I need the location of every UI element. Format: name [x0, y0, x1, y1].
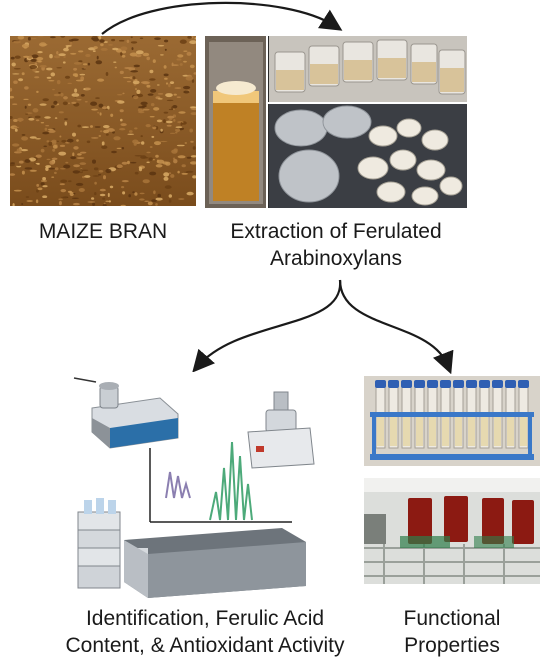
chromatogram-plot — [149, 441, 292, 523]
arrow-extraction-to-identification — [192, 279, 342, 373]
extraction-label-line1: Extraction of Ferulated — [230, 220, 442, 243]
extraction-label: Extraction of Ferulated Arabinoxylans — [205, 218, 467, 272]
extraction-label-line2: Arabinoxylans — [270, 247, 402, 270]
identification-label-line1: Identification, Ferulic Acid — [85, 607, 325, 630]
arrow-bran-to-extraction — [101, 1, 343, 35]
arrow-extraction-to-functional — [338, 279, 454, 375]
hplc-stack-icon — [77, 498, 121, 589]
maize-bran-photo — [10, 36, 196, 206]
gel-tubes-photo — [364, 478, 540, 584]
mass-spectrometer-icon — [124, 528, 306, 598]
identification-label-line2: Content, & Antioxidant Activity — [65, 634, 345, 657]
instruments-illustration — [70, 372, 348, 600]
spectrometer-icon — [91, 382, 179, 449]
lyophilizer-icon — [247, 391, 315, 469]
maize-bran-label: MAIZE BRAN — [38, 220, 168, 243]
functional-label-line1: Functional — [403, 607, 501, 630]
functional-label-line2: Properties — [404, 634, 500, 657]
tube-rack-photo — [364, 376, 540, 466]
extraction-photo-collage — [205, 36, 467, 208]
identification-label: Identification, Ferulic Acid Content, & … — [40, 605, 370, 659]
functional-properties-label: Functional Properties — [376, 605, 528, 659]
